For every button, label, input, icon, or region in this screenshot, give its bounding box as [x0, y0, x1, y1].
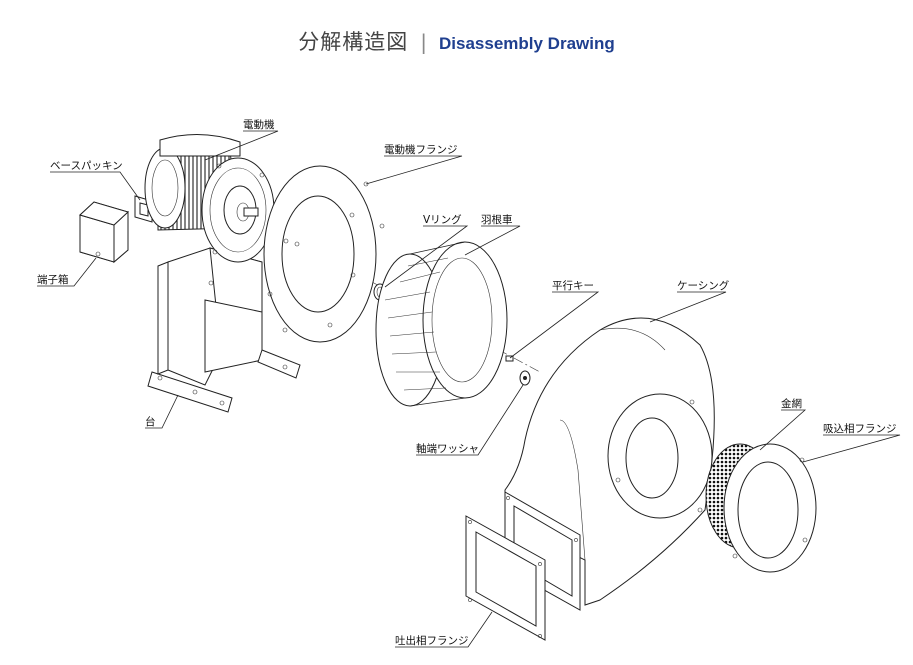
leader-lines [37, 130, 901, 648]
label-shaft-end-washer: 軸端ワッシャ [416, 442, 479, 455]
label-motor-flange: 電動機フランジ [384, 143, 458, 156]
label-stand: 台 [145, 415, 156, 428]
suction-flange [723, 443, 817, 573]
title-english: Disassembly Drawing [439, 34, 615, 53]
page-title: 分解構造図 | Disassembly Drawing [0, 26, 913, 56]
label-parallel-key: 平行キー [552, 279, 594, 292]
motor-flange [263, 165, 385, 343]
terminal-box [79, 201, 129, 264]
title-japanese: 分解構造図 [298, 30, 409, 54]
shaft-end-washer [519, 370, 531, 386]
label-terminal-box: 端子箱 [37, 273, 69, 286]
label-wire-mesh: 金網 [781, 397, 802, 410]
stand [147, 247, 301, 413]
label-suction-flange: 吸込相フランジ [823, 422, 897, 435]
impeller [375, 241, 508, 407]
title-separator: | [420, 30, 427, 54]
label-v-ring: Vリング [423, 213, 462, 226]
label-base-packing: ベースパッキン [50, 160, 123, 172]
label-motor: 電動機 [243, 118, 275, 131]
label-casing: ケーシング [677, 279, 730, 292]
label-discharge-flange: 吐出相フランジ [395, 634, 469, 647]
label-impeller: 羽根車 [481, 213, 513, 226]
discharge-flange [465, 491, 581, 641]
motor [144, 134, 275, 263]
parallel-key [505, 355, 514, 362]
